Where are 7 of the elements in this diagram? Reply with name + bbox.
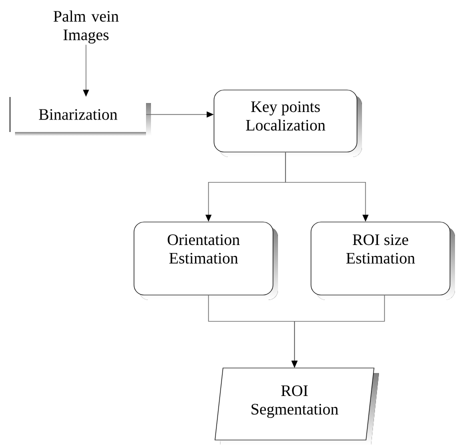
node-label: Binarization — [38, 109, 118, 120]
rounded-box: Orientation Estimation — [134, 222, 278, 300]
text-label: Palm vein Images — [54, 10, 119, 44]
parallelogram-box: ROI Segmentation — [214, 368, 379, 445]
rounded-box: ROI size Estimation — [310, 222, 455, 300]
rounded-box: Key points Localization — [214, 90, 362, 157]
process-box: Binarization — [10, 96, 151, 136]
